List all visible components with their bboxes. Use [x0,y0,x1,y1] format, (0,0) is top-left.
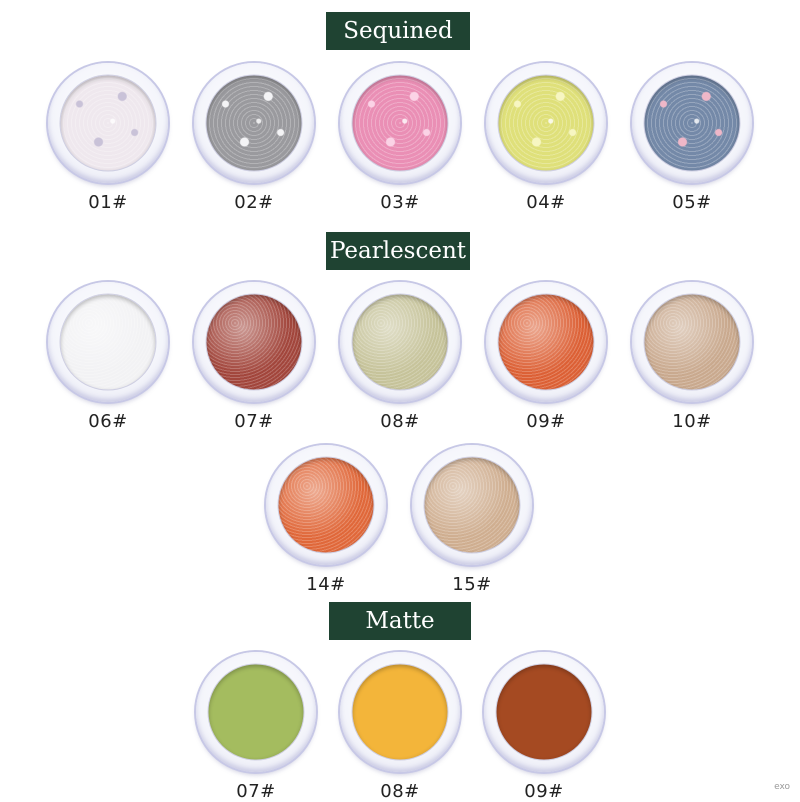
powder-sequin [352,75,448,171]
section-title: Sequined [343,18,453,44]
swatch-matte-07[interactable]: 07# [194,652,318,802]
swatch-pan [632,282,752,402]
swatch-pearlescent-07[interactable]: 07# [192,282,316,432]
swatch-label: 07# [234,411,274,432]
swatch-sequined-04[interactable]: 04# [484,63,608,213]
section-banner-matte: Matte [329,602,471,640]
swatch-label: 10# [672,411,712,432]
watermark: exo [774,782,790,792]
swatch-pan [340,63,460,183]
swatch-label: 02# [234,192,274,213]
swatch-pearlescent-15[interactable]: 15# [410,445,534,595]
swatch-pan [632,63,752,183]
powder-sequin [498,75,594,171]
swatch-pan [196,652,316,772]
swatch-sequined-05[interactable]: 05# [630,63,754,213]
powder-matte [352,664,448,760]
swatch-pearlescent-09[interactable]: 09# [484,282,608,432]
swatch-label: 05# [672,192,712,213]
swatch-pan [194,63,314,183]
swatch-pan [486,282,606,402]
swatch-pan [412,445,532,565]
swatch-pan [340,282,460,402]
powder-pearl [206,294,302,390]
powder-sequin [206,75,302,171]
powder-pearl [424,457,520,553]
swatch-sequined-02[interactable]: 02# [192,63,316,213]
swatch-label: 15# [452,574,492,595]
swatch-pan [484,652,604,772]
powder-matte [496,664,592,760]
swatch-pearlescent-10[interactable]: 10# [630,282,754,432]
swatch-label: 09# [526,411,566,432]
swatch-pan [48,282,168,402]
swatch-pearlescent-14[interactable]: 14# [264,445,388,595]
swatch-matte-09[interactable]: 09# [482,652,606,802]
swatch-pearlescent-06[interactable]: 06# [46,282,170,432]
swatch-pan [48,63,168,183]
swatch-label: 09# [524,781,564,802]
swatch-pearlescent-08[interactable]: 08# [338,282,462,432]
section-banner-sequined: Sequined [326,12,470,50]
swatch-label: 08# [380,781,420,802]
powder-matte [208,664,304,760]
swatch-label: 07# [236,781,276,802]
swatch-pan [266,445,386,565]
swatch-label: 08# [380,411,420,432]
swatch-label: 06# [88,411,128,432]
swatch-label: 04# [526,192,566,213]
swatch-pan [194,282,314,402]
section-banner-pearlescent: Pearlescent [326,232,470,270]
powder-pearl [498,294,594,390]
swatch-matte-08[interactable]: 08# [338,652,462,802]
powder-pearl [60,294,156,390]
swatch-label: 14# [306,574,346,595]
section-title: Matte [365,608,435,634]
powder-pearl [352,294,448,390]
powder-sequin [644,75,740,171]
swatch-label: 01# [88,192,128,213]
section-title: Pearlescent [329,238,467,264]
swatch-pan [340,652,460,772]
powder-sequin [60,75,156,171]
swatch-sequined-01[interactable]: 01# [46,63,170,213]
powder-pearl [644,294,740,390]
swatch-pan [486,63,606,183]
swatch-sequined-03[interactable]: 03# [338,63,462,213]
powder-pearl [278,457,374,553]
swatch-label: 03# [380,192,420,213]
